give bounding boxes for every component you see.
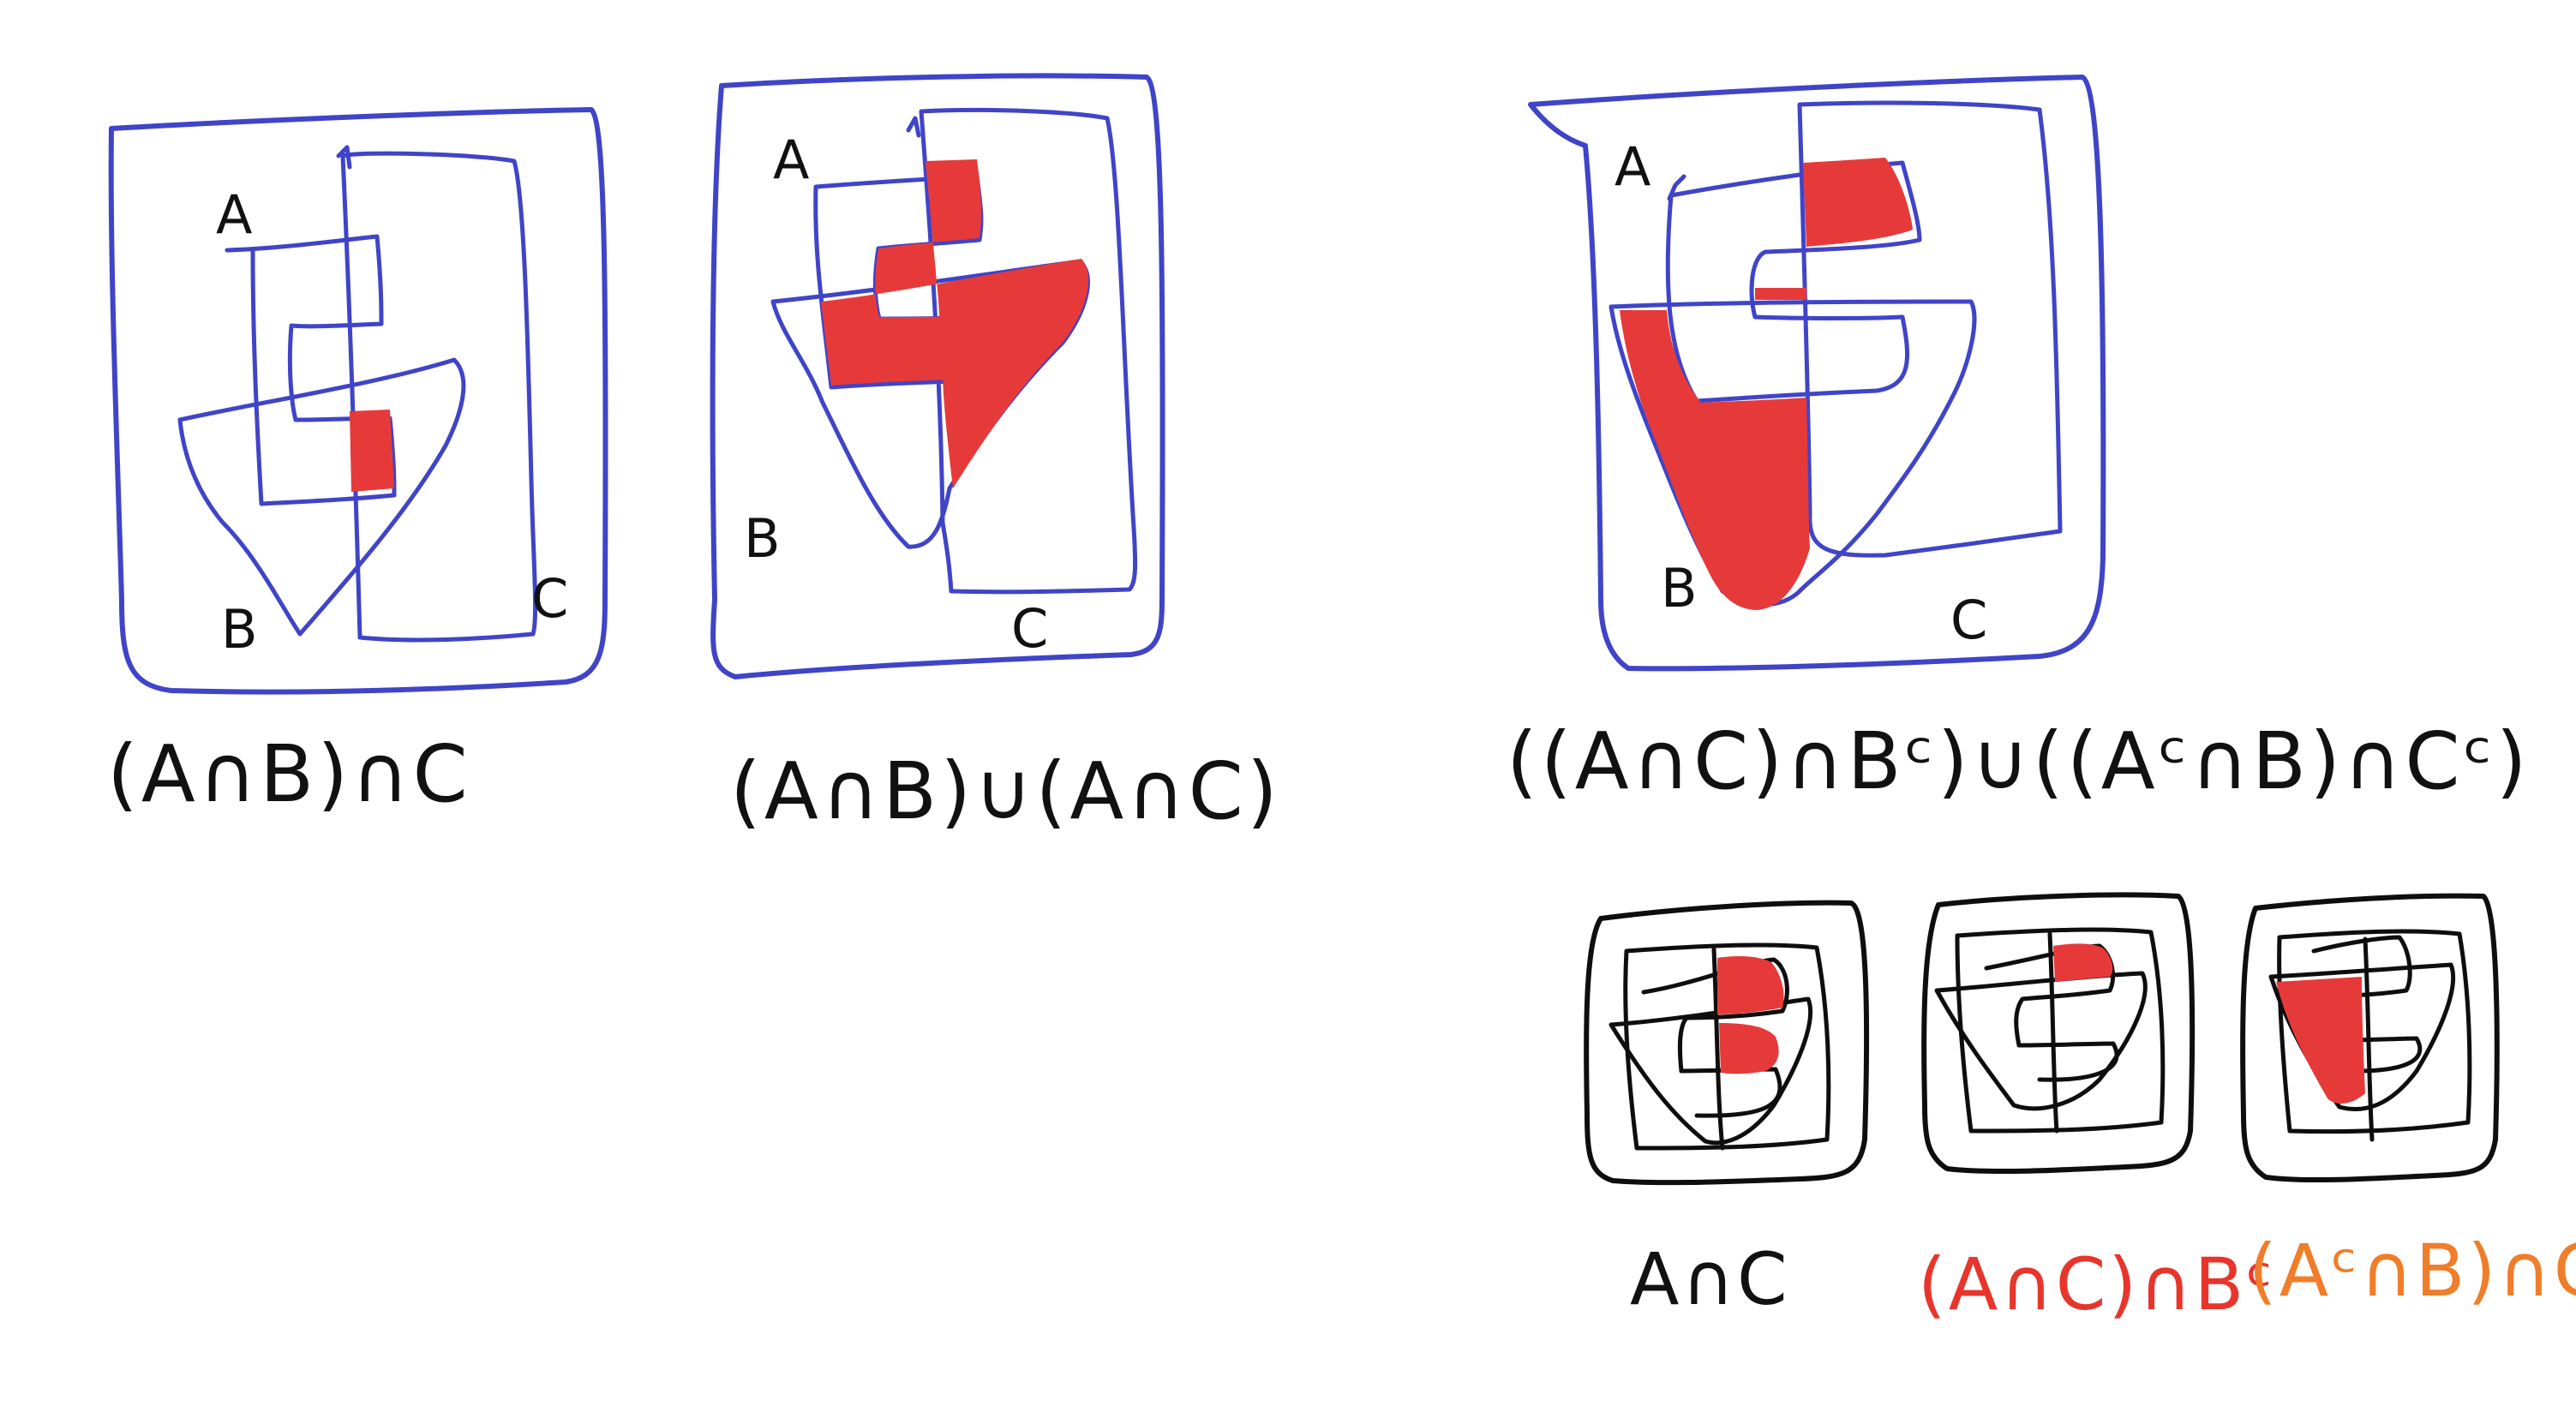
universe-box-2	[710, 73, 1165, 679]
label-c-1: C	[531, 567, 568, 630]
small-shaded-3	[2276, 977, 2365, 1104]
expression-1: (A∩B)∩C	[107, 728, 471, 820]
small-set-c-1	[1711, 947, 1725, 1151]
shaded-region-2	[821, 159, 1089, 488]
shaded-region-3a	[1803, 158, 1913, 247]
set-b-shape-1	[177, 357, 466, 637]
small-universe-box-2	[1921, 892, 2196, 1175]
set-a-shape-3	[1665, 160, 1922, 404]
small-universe-box-1	[1584, 900, 1870, 1186]
small-inner-box-3	[2277, 929, 2472, 1134]
venn-diagram-3: A B C ((A∩C)∩Bᶜ)∪((Aᶜ∩B)∩Cᶜ)	[1507, 75, 2531, 807]
small-venn-diagram-2: (A∩C)∩Bᶜ	[1918, 892, 2275, 1326]
set-b-shape-3	[1609, 299, 1977, 607]
small-expression-1: A∩C	[1630, 1237, 1790, 1321]
label-a-1: A	[216, 183, 252, 246]
small-set-c-3	[2363, 936, 2375, 1142]
small-venn-diagram-3: (Aᶜ∩B)∩Cᶜ	[2240, 893, 2576, 1313]
set-c-shape-2	[919, 107, 1138, 595]
venn-diagram-1: A B C (A∩B)∩C	[107, 107, 608, 820]
label-a-3: A	[1614, 135, 1650, 198]
small-expression-3: (Aᶜ∩B)∩Cᶜ	[2249, 1229, 2576, 1313]
label-a-2: A	[773, 129, 809, 191]
expression-3: ((A∩C)∩Bᶜ)∪((Aᶜ∩B)∩Cᶜ)	[1507, 715, 2531, 807]
universe-box-1	[108, 107, 608, 695]
set-a-shape-1	[225, 234, 397, 506]
small-set-b-2	[1934, 971, 2148, 1111]
small-shaded-1a	[1717, 956, 1784, 1014]
label-b-1: B	[221, 598, 258, 661]
venn-diagram-2: A B C (A∩B)∪(A∩C)	[710, 73, 1281, 837]
shaded-region-3b	[1755, 288, 1806, 300]
label-c-2: C	[1011, 597, 1048, 660]
label-b-2: B	[744, 507, 781, 570]
shaded-region-3c	[1620, 310, 1810, 610]
small-inner-box-2	[1955, 927, 2166, 1134]
small-shaded-1b	[1719, 1023, 1779, 1074]
set-c-shape-3	[1797, 100, 2063, 558]
set-c-shape-1	[340, 151, 538, 643]
small-venn-diagram-1: A∩C	[1584, 900, 1870, 1321]
label-b-3: B	[1661, 557, 1698, 619]
small-expression-2: (A∩C)∩Bᶜ	[1918, 1242, 2275, 1326]
small-shaded-2	[2053, 943, 2113, 982]
small-universe-box-3	[2240, 893, 2500, 1183]
expression-2: (A∩B)∪(A∩C)	[730, 745, 1281, 837]
universe-box-3	[1528, 75, 2106, 672]
set-a-arrow-3	[1667, 174, 1686, 201]
small-inner-box-1	[1623, 942, 1831, 1151]
small-set-c-2	[2047, 931, 2059, 1134]
shaded-region-1	[350, 410, 394, 492]
set-c-arrow-2	[906, 116, 921, 138]
label-c-3: C	[1950, 589, 1987, 651]
set-c-arrow-1	[336, 145, 352, 170]
